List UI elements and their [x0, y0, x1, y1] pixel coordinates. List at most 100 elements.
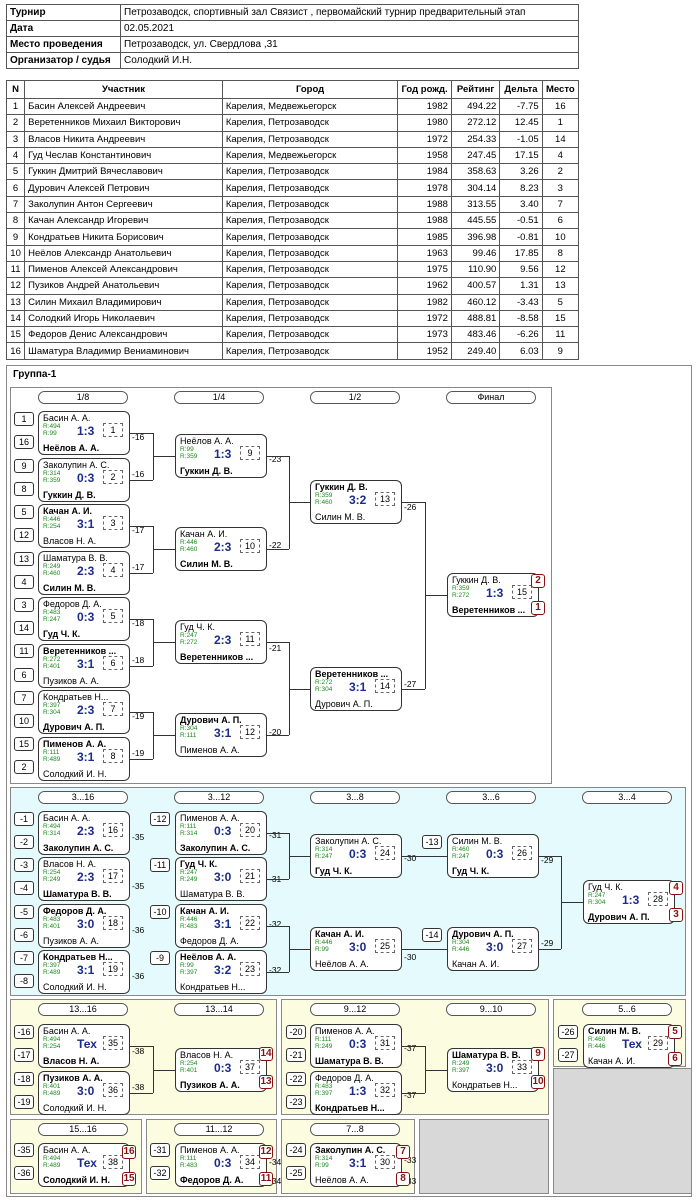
table-cell: 1972 — [397, 309, 452, 328]
seed-number: 15 — [14, 737, 34, 751]
bracket-line — [152, 549, 175, 550]
bracket-line — [130, 666, 153, 667]
table-cell: 14 — [541, 130, 580, 148]
table-cell: Карелия, Медвежьегорск — [221, 97, 399, 116]
player-top: Неёлов А. А. — [180, 436, 234, 446]
player-bottom: Гуккин Д. В. — [180, 466, 233, 476]
bracket-line — [267, 926, 289, 927]
rating-top: R:111 — [43, 749, 60, 756]
player-top: Качан А. И. — [43, 506, 93, 516]
rating-bottom: R:397 — [180, 969, 198, 976]
table-cell: 272.12 — [450, 114, 501, 132]
player-bottom: Гуккин Д. В. — [43, 490, 96, 500]
loser-label: -21 — [269, 643, 282, 653]
table-cell: 488.81 — [450, 309, 501, 328]
match-number: 32 — [375, 1083, 395, 1097]
rating-bottom: R:249 — [43, 876, 61, 883]
loser-label: -36 — [132, 925, 145, 935]
place-badge: 7 — [396, 1145, 410, 1159]
table-cell: Неёлов Александр Анатольевич — [24, 244, 223, 262]
player-bottom: Силин М. В. — [315, 512, 366, 522]
table-cell: 2 — [5, 114, 26, 132]
table-cell: 15 — [541, 309, 580, 328]
bracket-line — [130, 759, 153, 760]
bracket-line — [267, 735, 289, 736]
table-cell: Карелия, Петрозаводск — [221, 244, 399, 262]
rating-top: R:254 — [180, 1060, 198, 1067]
seed-number: -18 — [14, 1072, 34, 1086]
round-header: 13...14 — [174, 1003, 264, 1016]
group-title: Группа-1 — [13, 369, 57, 380]
seed-number: -23 — [286, 1095, 306, 1109]
match-score: 0:3 — [349, 847, 367, 861]
match-number: 14 — [375, 679, 395, 693]
player-top: Качан А. И. — [180, 529, 228, 539]
rating-bottom: R:401 — [43, 663, 61, 670]
table-cell: Карелия, Петрозаводск — [221, 228, 399, 246]
player-bottom: Качан А. И. — [588, 1056, 636, 1066]
table-cell: 3.40 — [499, 195, 543, 214]
match-number: 34 — [240, 1155, 260, 1169]
bracket-line — [402, 502, 425, 503]
bracket-line — [267, 549, 289, 550]
table-cell: 10 — [5, 244, 26, 262]
table-cell: 6 — [541, 212, 580, 230]
seed-number: -27 — [558, 1048, 578, 1062]
match-number: 13 — [375, 492, 395, 506]
player-top: Шаматура В. В. — [452, 1050, 521, 1060]
rating-top: R:494 — [43, 1036, 61, 1043]
match-number: 17 — [103, 869, 123, 883]
match-number: 26 — [512, 846, 532, 860]
rating-top: R:272 — [43, 656, 61, 663]
place-badge: 13 — [259, 1075, 273, 1089]
rating-top: R:314 — [315, 1155, 333, 1162]
rating-bottom: R:254 — [43, 523, 61, 530]
player-top: Шаматура В. В. — [43, 553, 108, 563]
round-header: 9...12 — [310, 1003, 400, 1016]
seed-number: 5 — [14, 505, 34, 519]
bracket-line — [130, 712, 153, 713]
seed-number: 16 — [14, 435, 34, 449]
bracket-line — [267, 879, 289, 880]
rating-bottom: R:314 — [43, 830, 61, 837]
table-cell: 1975 — [397, 260, 452, 279]
table-cell: Карелия, Петрозаводск — [221, 309, 399, 328]
match-score: 3:0 — [349, 940, 367, 954]
match-score: 1:3 — [622, 893, 640, 907]
table-cell: 6.03 — [499, 342, 543, 360]
match-score: 3:0 — [77, 1084, 95, 1098]
info-key: Турнир — [6, 4, 121, 21]
rating-bottom: R:489 — [43, 969, 61, 976]
table-cell: 7 — [5, 195, 26, 214]
player-bottom: Гуд Ч. К. — [43, 629, 81, 639]
rating-bottom: R:446 — [452, 946, 470, 953]
rating-top: R:446 — [315, 939, 333, 946]
bracket-line — [539, 856, 561, 857]
player-top: Басин А. А. — [43, 413, 91, 423]
match-score: 2:3 — [214, 633, 232, 647]
table-cell: Федоров Денис Александрович — [24, 326, 223, 344]
loser-label: -30 — [404, 853, 417, 863]
loser-label: -19 — [132, 711, 145, 721]
player-bottom: Неёлов А. А. — [43, 443, 100, 453]
player-top: Гуккин Д. В. — [452, 575, 501, 585]
table-cell: -6.26 — [499, 326, 543, 344]
player-bottom: Дурович А. П. — [315, 699, 373, 709]
rating-top: R:304 — [180, 725, 198, 732]
table-cell: Карелия, Петрозаводск — [221, 163, 399, 181]
rating-top: R:494 — [43, 423, 61, 430]
